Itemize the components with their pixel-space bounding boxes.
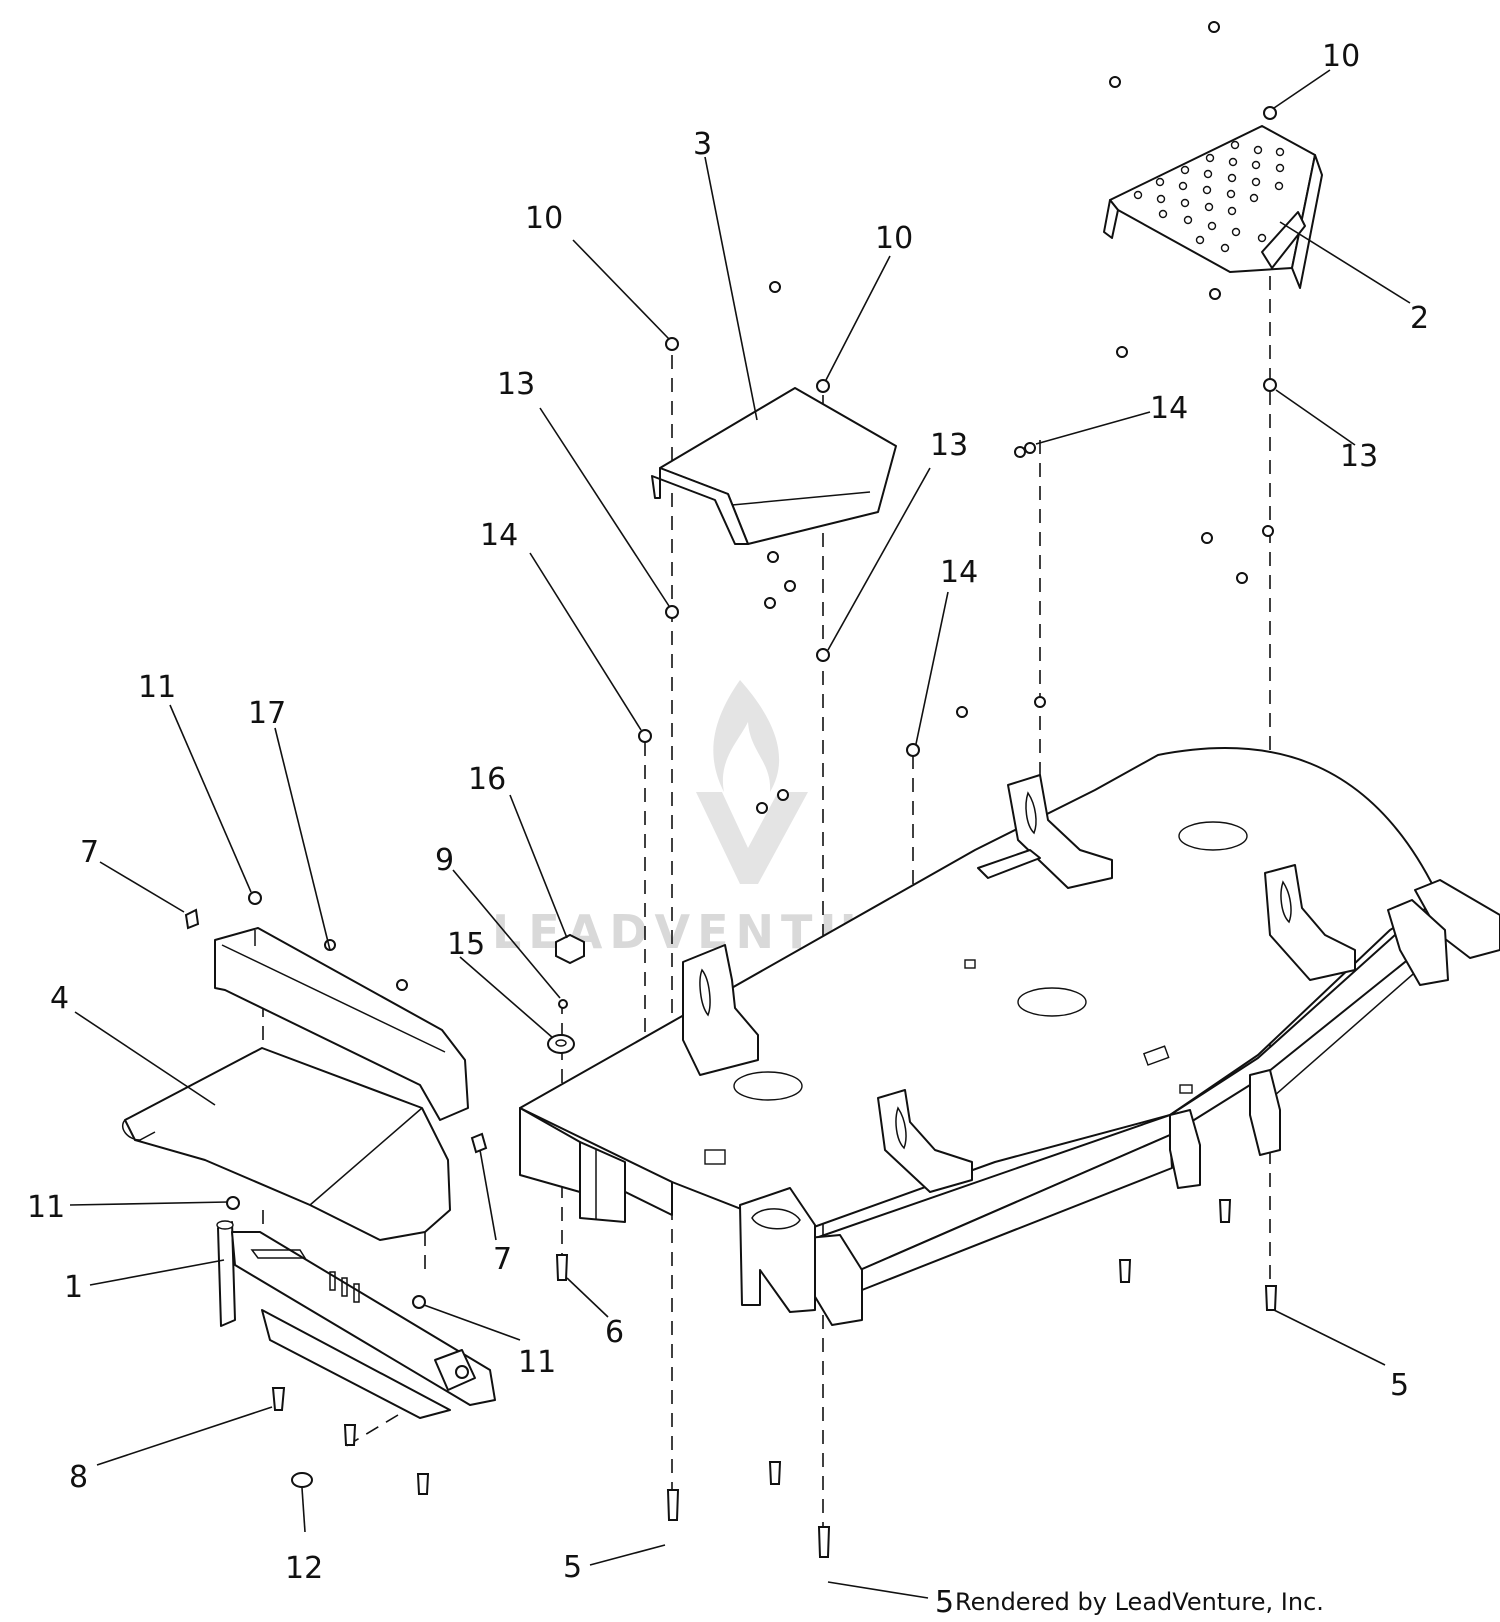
bolt [1118,1259,1132,1283]
nut [1262,525,1274,537]
nut [764,597,776,609]
bolt [1218,1199,1232,1223]
nut-10 [1263,106,1277,120]
callout-10: 10 [875,221,913,256]
part-1-bracket [216,1220,496,1419]
spindle-opening [733,1071,803,1101]
spindle-opening [1017,987,1087,1017]
nut-14 [906,743,920,757]
bolt-5 [666,1489,680,1521]
plate-holes [1133,140,1285,253]
callout-15: 15 [447,927,485,962]
callout-11: 11 [27,1190,65,1225]
credit-text: Rendered by LeadVenture, Inc. [955,1588,1324,1616]
bolt-8 [271,1387,286,1411]
callout-3: 3 [693,127,712,162]
nut [756,802,768,814]
nut [396,979,408,991]
nut-11 [412,1295,426,1309]
part-2-plate [1103,125,1323,289]
part-3-baffle [651,387,897,545]
bolt-7 [470,1132,488,1154]
callout-17: 17 [248,696,286,731]
callout-9: 9 [435,843,454,878]
nut-14 [1024,442,1036,454]
callout-11: 11 [138,670,176,705]
callout-10: 10 [1322,39,1360,74]
nut-10 [1208,21,1220,33]
callout-14: 14 [940,555,978,590]
callout-8: 8 [69,1460,88,1495]
callout-11: 11 [518,1345,556,1380]
callout-6: 6 [605,1315,624,1350]
callout-16: 16 [468,762,506,797]
callout-5: 5 [563,1550,582,1585]
bolt [343,1424,357,1446]
bolt-6 [555,1254,569,1281]
callout-5: 5 [1390,1368,1409,1403]
callout-2: 2 [1410,301,1429,336]
callout-13: 13 [497,367,535,402]
mower-deck [519,747,1500,1326]
nut-10 [665,337,679,351]
nut [769,281,781,293]
part-4-shield [121,1047,451,1241]
nut-14 [1014,446,1026,458]
callout-13: 13 [1340,439,1378,474]
nut-10 [1109,76,1121,88]
callout-12: 12 [285,1551,323,1586]
nut [777,789,789,801]
nut [1236,572,1248,584]
bolt [768,1461,782,1485]
nut-11 [248,891,262,905]
nut-13 [1263,378,1277,392]
watermark-flame-icon [713,680,780,792]
nut-16 [555,933,585,965]
bolt [416,1473,430,1495]
part-17-cover [214,927,469,1121]
nut-14 [638,729,652,743]
callout-7: 7 [493,1242,512,1277]
callout-14: 14 [1150,391,1188,426]
bolt-5 [817,1526,831,1558]
callouts: 10 3 2 10 10 13 14 13 13 14 14 11 17 7 1… [27,39,1429,1620]
deck-mount-brackets [682,774,1356,1193]
callout-5: 5 [935,1585,954,1620]
nut-13 [665,605,679,619]
leader-lines [69,69,1411,1599]
callout-13: 13 [930,428,968,463]
callout-7: 7 [80,835,99,870]
nut [767,551,779,563]
bolt-9 [558,999,568,1009]
nut [1209,288,1221,300]
callout-1: 1 [64,1270,83,1305]
callout-14: 14 [480,518,518,553]
spindle-opening [1178,821,1248,851]
nut [784,580,796,592]
callout-10: 10 [525,201,563,236]
nut [1201,532,1213,544]
nut-13 [816,648,830,662]
bolt-5 [1264,1285,1278,1311]
nut [1116,346,1128,358]
nut-11 [226,1196,240,1210]
nut-10 [816,379,830,393]
bolt-7 [184,908,200,930]
nut [956,706,968,718]
hardware [184,21,1278,1558]
callout-4: 4 [50,981,69,1016]
hairpin-12 [291,1472,313,1488]
nut [1034,696,1046,708]
watermark-v-logo-icon [696,792,808,884]
